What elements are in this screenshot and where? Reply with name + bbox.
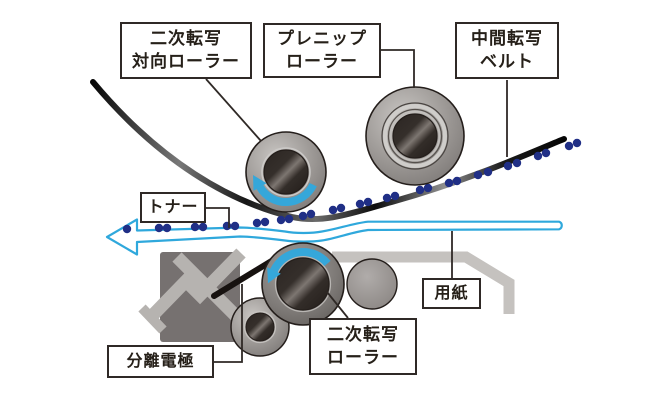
label-line: 対向ローラー [132,51,240,71]
prenip-roller [365,86,465,186]
toner-dot [222,221,232,231]
toner-dot [198,222,208,232]
label-line: ベルト [480,51,534,71]
toner-dot [328,205,338,215]
connector-toner [206,207,230,228]
toner-dot [423,183,433,193]
toner-dot [260,217,270,227]
paper-guide [332,251,515,314]
toner-dot [452,176,462,186]
label-line: 用紙 [434,284,469,302]
label-toner: トナー [140,192,206,223]
paper-arrow [105,218,563,256]
label-line: プレニップ [277,28,367,48]
label-paper: 用紙 [422,278,481,309]
toner-dot [564,141,574,151]
rotation-arrow-transfer [270,248,331,273]
rotation-arrow-opposing [256,182,317,207]
toner-dot [276,215,286,225]
prenip-roller-core [392,113,438,159]
label-line: ローラー [286,51,358,71]
toner-dot [415,185,425,195]
intermediate-transfer-belt [90,79,567,223]
label-line: 二次転写 [150,28,222,48]
toner-dot [336,203,346,213]
secondary-transfer-roller [261,242,345,326]
toner-dot [154,223,164,233]
toner-dot [483,167,493,177]
toner-dot [473,170,483,180]
idler-roller [346,258,398,310]
toner-dots-on-belt [298,138,582,221]
connector-opposing-roller [205,78,262,142]
toner-dots-on-paper [122,214,294,234]
toner-dot [390,191,400,201]
label-line: 分離電極 [126,352,195,370]
toner-dot [363,197,373,207]
transfer-roller-core [276,257,330,311]
connector-prenip-roller [381,49,415,88]
toner-dot [252,218,262,228]
toner-dot [162,223,172,233]
toner-dot [230,221,240,231]
label-intermediate-transfer-belt: 中間転写 ベルト [455,22,559,79]
toner-dot [382,193,392,203]
label-separation-electrode: 分離電極 [107,345,214,378]
secondary-transfer-opposing-roller [245,131,327,213]
label-secondary-transfer-opposing-roller: 二次転写 対向ローラー [120,22,252,79]
connector-electrode [213,284,243,363]
toner-dot [298,211,308,221]
toner-dot [503,161,513,171]
toner-dot [541,148,551,158]
opposing-roller-core [263,149,309,195]
toner-dot [306,209,316,219]
toner-dot [533,151,543,161]
label-line: ローラー [327,347,399,367]
electrode-chevron [138,304,167,334]
toner-dot [122,224,132,234]
toner-dot [444,178,454,188]
label-secondary-transfer-roller: 二次転写 ローラー [309,318,417,375]
label-line: トナー [147,198,199,216]
rotation-arrowhead-transfer [267,267,281,284]
label-prenip-roller: プレニップ ローラー [263,23,381,78]
toner-dot [572,138,582,148]
toner-dot [512,158,522,168]
label-line: 二次転写 [327,324,399,344]
toner-dot [284,214,294,224]
rotation-arrowhead-opposing [253,175,267,191]
label-line: 中間転写 [471,28,543,48]
label-connectors [205,49,508,363]
toner-dot [190,222,200,232]
electrode-zigzag [145,248,246,323]
connector-transfer-roller [326,291,349,319]
toner-dot [355,199,365,209]
